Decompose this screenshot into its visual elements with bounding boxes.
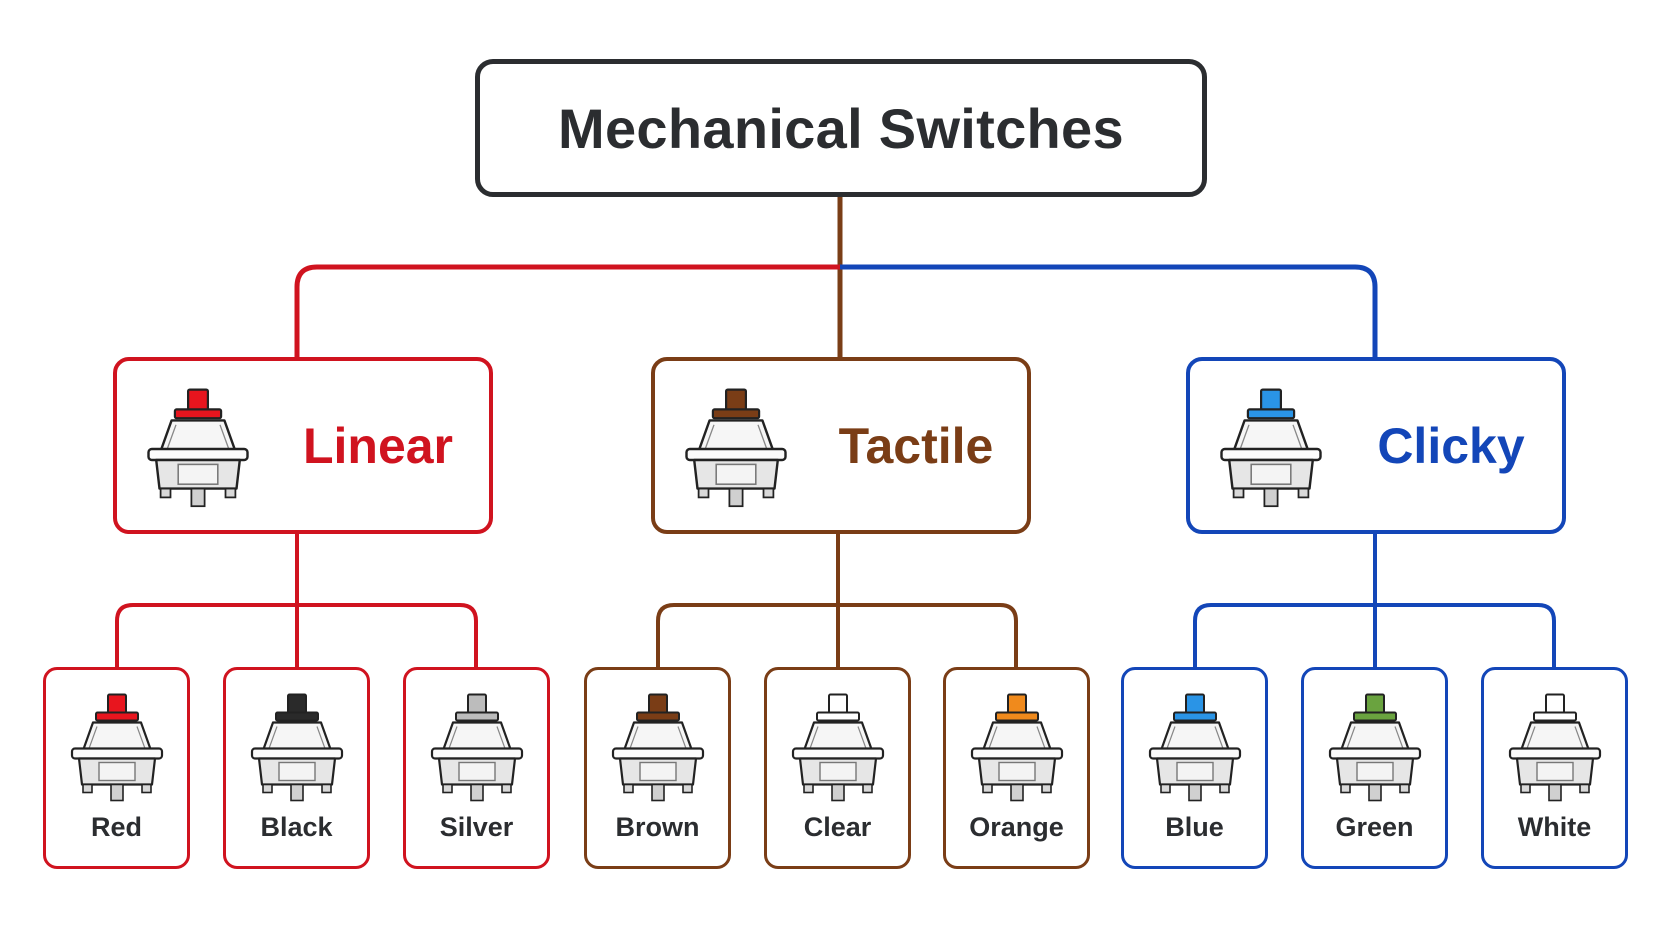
connector-root-clicky [840,264,1378,357]
switch-icon [685,388,787,508]
variant-node-orange: Orange [943,667,1090,869]
category-label: Linear [302,417,454,474]
variant-label: Black [260,812,333,842]
variant-label: Orange [969,812,1064,842]
variant-label: Clear [803,812,872,842]
variant-node-blue: Blue [1121,667,1268,869]
connector-root-linear [294,264,840,357]
diagram-title: Mechanical Switches [558,96,1124,160]
switch-icon [70,693,164,802]
switch-icon [1220,388,1322,508]
variant-label: White [1517,812,1592,842]
category-node-clicky: Clicky [1186,357,1566,534]
connector-linear-children [115,534,478,667]
switch-icon [1328,693,1422,802]
category-node-linear: Linear [113,357,493,534]
variant-node-silver: Silver [403,667,550,869]
variant-node-green: Green [1301,667,1448,869]
switch-icon [147,388,249,508]
variant-label: Green [1335,812,1414,842]
category-node-tactile: Tactile [651,357,1031,534]
variant-node-brown: Brown [584,667,731,869]
variant-node-black: Black [223,667,370,869]
switch-icon [611,693,705,802]
root-node: Mechanical Switches [475,59,1207,197]
variant-label: Brown [615,812,700,842]
switch-icon [970,693,1064,802]
variant-node-white: White [1481,667,1628,869]
switch-icon [430,693,524,802]
variant-node-red: Red [43,667,190,869]
category-label: Clicky [1377,417,1525,474]
switch-icon [250,693,344,802]
variant-node-clear: Clear [764,667,911,869]
switch-icon [1148,693,1242,802]
variant-label: Silver [439,812,514,842]
connector-tactile-children [656,534,1018,667]
category-label: Tactile [838,417,994,474]
variant-label: Red [90,812,142,842]
switch-icon [1508,693,1602,802]
switch-icon [791,693,885,802]
variant-label: Blue [1165,812,1224,842]
connector-clicky-children [1193,534,1556,667]
